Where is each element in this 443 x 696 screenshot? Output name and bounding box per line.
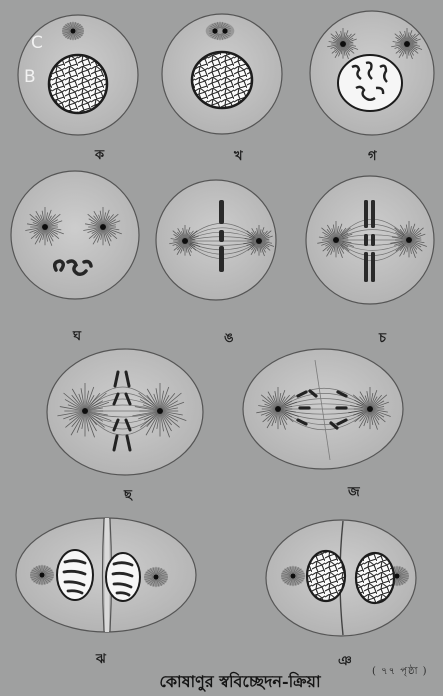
stage-label-jha: ঝ	[96, 650, 106, 671]
nucleus	[192, 52, 252, 108]
stage-label-ga: গ	[368, 147, 377, 168]
daughter-nucleus	[307, 551, 345, 601]
page-reference: ( ৭৭ পৃষ্ঠা )	[372, 664, 428, 681]
centrosome	[144, 567, 168, 587]
stage-label-cha: চ	[379, 329, 386, 350]
cell-uma	[156, 180, 276, 300]
stage-label-uma: ঙ	[224, 329, 234, 350]
stage-label-ja: জ	[348, 483, 360, 504]
centrosome	[281, 566, 305, 586]
centrosome	[30, 565, 54, 585]
equatorial-plate	[219, 200, 224, 272]
stage-label-ka: ক	[95, 146, 104, 167]
cell-cha	[306, 176, 434, 304]
nucleus	[49, 55, 107, 113]
cell-gha	[11, 171, 139, 299]
cell-kha	[162, 14, 282, 134]
figure-caption: কোষাণুর স্ববিচ্ছেদন-ক্রিয়া	[120, 669, 360, 696]
stage-label-chha: ছ	[124, 486, 132, 507]
stage-label-gha: ঘ	[73, 327, 81, 348]
cell-chha	[47, 349, 203, 475]
label-b: B	[24, 67, 36, 87]
cell-ja	[243, 349, 403, 469]
daughter-nucleus	[356, 553, 394, 603]
centrosome	[62, 22, 84, 41]
cell-nya	[266, 520, 416, 636]
daughter-nucleus	[57, 550, 93, 600]
cell-ga	[310, 11, 434, 135]
cell-jha	[16, 518, 196, 632]
stage-label-kha: খ	[234, 147, 243, 168]
label-c: C	[31, 33, 43, 53]
